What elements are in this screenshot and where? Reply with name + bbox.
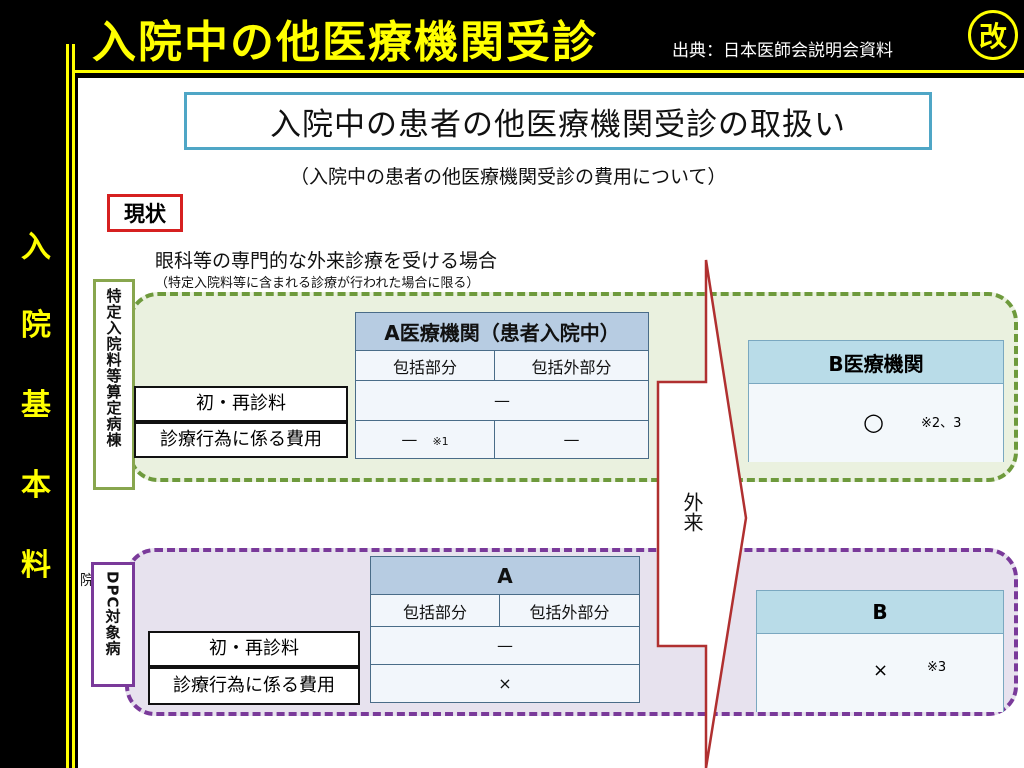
- status-label: 現状: [107, 194, 183, 232]
- subtitle: （入院中の患者の他医療機関受診の費用について）: [290, 166, 727, 188]
- green-a-header: A医療機関（患者入院中）: [355, 312, 649, 351]
- outpatient-arrow: [656, 259, 748, 768]
- case-note: （特定入院料等に含まれる診療が行われた場合に限る）: [155, 276, 480, 291]
- side-label-char-1: 入: [21, 230, 51, 265]
- purple-row2-value: ×: [370, 664, 640, 703]
- purple-ward-text: DPC対象病: [103, 571, 122, 657]
- purple-a-header: A: [370, 556, 640, 595]
- purple-row1-value: —: [370, 626, 640, 665]
- outpatient-label: 外来: [680, 492, 704, 537]
- purple-col-incl: 包括部分: [370, 594, 500, 627]
- green-a-table: A医療機関（患者入院中） 包括部分 包括外部分 — — ※1 —: [355, 312, 649, 459]
- purple-b-header: B: [757, 591, 1003, 634]
- left-divider-2: [72, 44, 75, 768]
- source-caption: 出典：日本医師会説明会資料: [672, 41, 893, 61]
- outpatient-arrow-shape: [656, 259, 748, 768]
- green-ward-text: 特定入院料等算定病棟: [104, 288, 123, 448]
- main-title: 入院中の患者の他医療機関受診の取扱い: [184, 92, 932, 150]
- purple-a-table: A 包括部分 包括外部分 — ×: [370, 556, 640, 703]
- outpatient-label-text: 外来: [680, 492, 704, 532]
- green-col-incl: 包括部分: [355, 350, 495, 381]
- green-row2-incl: — ※1: [355, 420, 495, 459]
- purple-ward-label: DPC対象病: [91, 562, 135, 687]
- header-underline: [75, 70, 1024, 73]
- green-row2-excl: —: [494, 420, 649, 459]
- green-row1-value: —: [355, 380, 649, 421]
- slide-title: 入院中の他医療機関受診: [92, 17, 598, 68]
- purple-row1-label: 初・再診料: [148, 631, 360, 667]
- purple-col-excl: 包括外部分: [499, 594, 640, 627]
- purple-row2-label: 診療行為に係る費用: [148, 667, 360, 705]
- inpatient-label: 院: [80, 573, 94, 589]
- green-col-excl: 包括外部分: [494, 350, 649, 381]
- green-b-header: B医療機関: [749, 341, 1003, 384]
- green-b-value: ○: [863, 408, 884, 436]
- side-label-char-3: 基: [21, 388, 51, 423]
- side-label-char-5: 料: [21, 548, 51, 583]
- side-label-char-4: 本: [21, 468, 51, 503]
- green-row2-incl-value: —: [401, 430, 418, 449]
- green-row2-incl-note: ※1: [432, 435, 449, 448]
- green-row1-label: 初・再診料: [134, 386, 348, 422]
- left-divider-1: [66, 44, 69, 768]
- revised-badge: 改: [968, 10, 1018, 60]
- green-row2-label: 診療行為に係る費用: [134, 422, 348, 458]
- green-b-body: ○ ※2、3: [749, 384, 1003, 462]
- purple-b-value: ×: [873, 660, 889, 681]
- case-title: 眼科等の専門的な外来診療を受ける場合: [155, 250, 498, 272]
- purple-b-box: B × ※3: [756, 590, 1004, 712]
- green-b-box: B医療機関 ○ ※2、3: [748, 340, 1004, 462]
- purple-b-body: × ※3: [757, 634, 1003, 712]
- purple-b-note: ※3: [927, 660, 947, 675]
- side-label-char-2: 院: [21, 308, 51, 343]
- green-b-note: ※2、3: [921, 416, 962, 431]
- green-ward-label: 特定入院料等算定病棟: [93, 279, 135, 490]
